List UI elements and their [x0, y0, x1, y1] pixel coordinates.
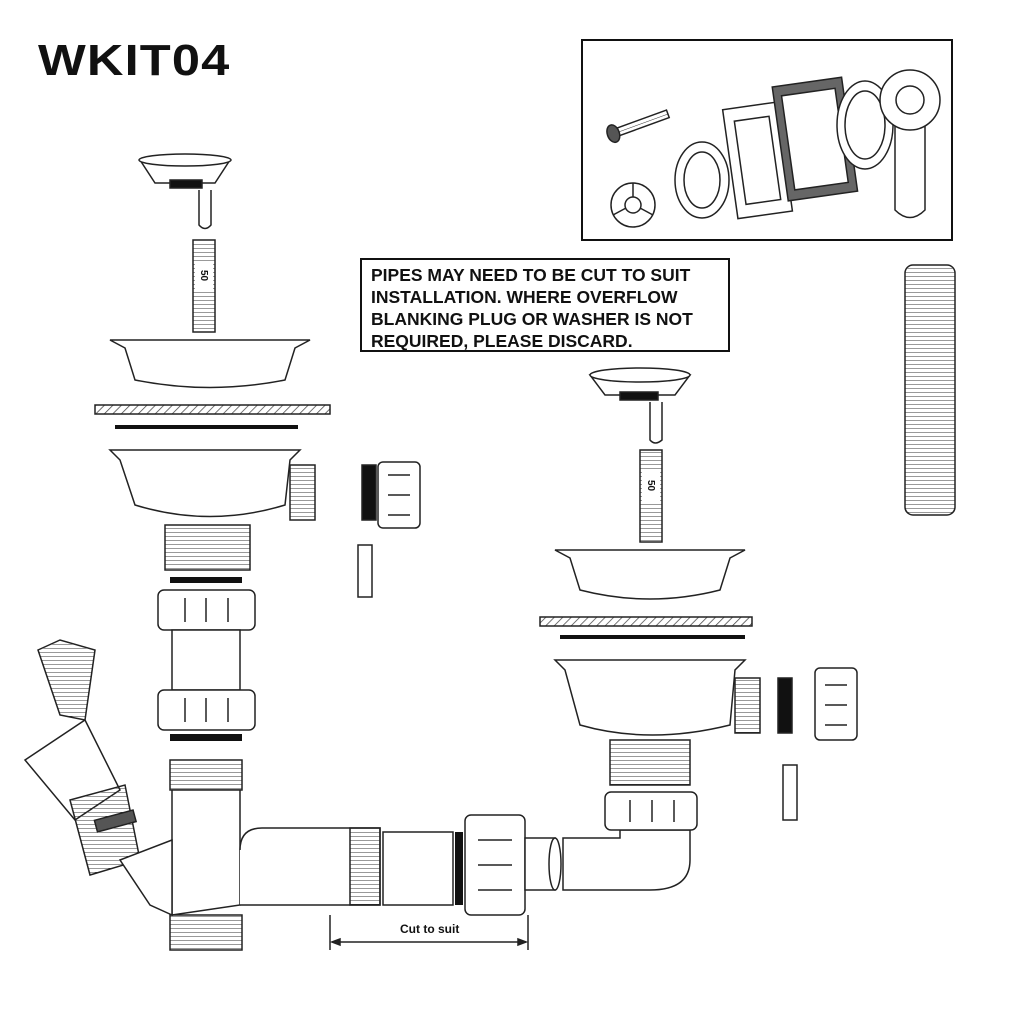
left-strainer-washer — [169, 179, 203, 189]
note-line: REQUIRED, PLEASE DISCARD. — [371, 331, 633, 351]
inset-grille — [610, 182, 656, 228]
right-elbow-nut — [604, 791, 698, 831]
left-outlet-thread — [164, 524, 251, 571]
left-flange — [109, 339, 311, 389]
inset-screw — [606, 109, 671, 144]
cut-to-suit-dimension — [329, 915, 529, 950]
left-sink-section — [94, 404, 331, 415]
right-flange — [554, 549, 746, 600]
left-strainer-assembly — [94, 153, 421, 791]
installation-note-box: PIPES MAY NEED TO BE CUT TO SUIT INSTALL… — [360, 258, 730, 352]
connector-pipe — [382, 791, 698, 916]
note-line: BLANKING PLUG OR WASHER IS NOT — [371, 309, 693, 329]
left-blanking-washer — [357, 544, 373, 598]
right-strainer-assembly — [539, 367, 858, 821]
cut-to-suit-label: Cut to suit — [400, 922, 460, 936]
left-overflow-seal — [361, 464, 377, 521]
elbow-pipe — [562, 829, 691, 891]
trap-tee — [169, 789, 381, 951]
inset-gasket — [721, 101, 794, 220]
flexible-corrugated-hose — [904, 264, 956, 516]
left-bolt-size-label: 50 — [198, 269, 210, 282]
inset-ring — [674, 141, 730, 219]
inset-frame — [771, 76, 859, 202]
right-bolt-size-label: 50 — [645, 479, 657, 492]
left-overflow-spigot — [289, 464, 316, 521]
note-line: INSTALLATION. WHERE OVERFLOW — [371, 287, 678, 307]
left-gasket — [115, 425, 298, 429]
product-code-title: WKIT04 — [38, 36, 231, 85]
side-hose-connector — [23, 639, 173, 917]
inset-overflow-outlet — [879, 69, 941, 219]
inset-washer — [836, 80, 894, 170]
left-pipe — [171, 629, 241, 691]
note-line: PIPES MAY NEED TO BE CUT TO SUIT — [371, 265, 691, 285]
overflow-parts-inset — [581, 39, 953, 241]
left-basket-body — [108, 449, 302, 518]
